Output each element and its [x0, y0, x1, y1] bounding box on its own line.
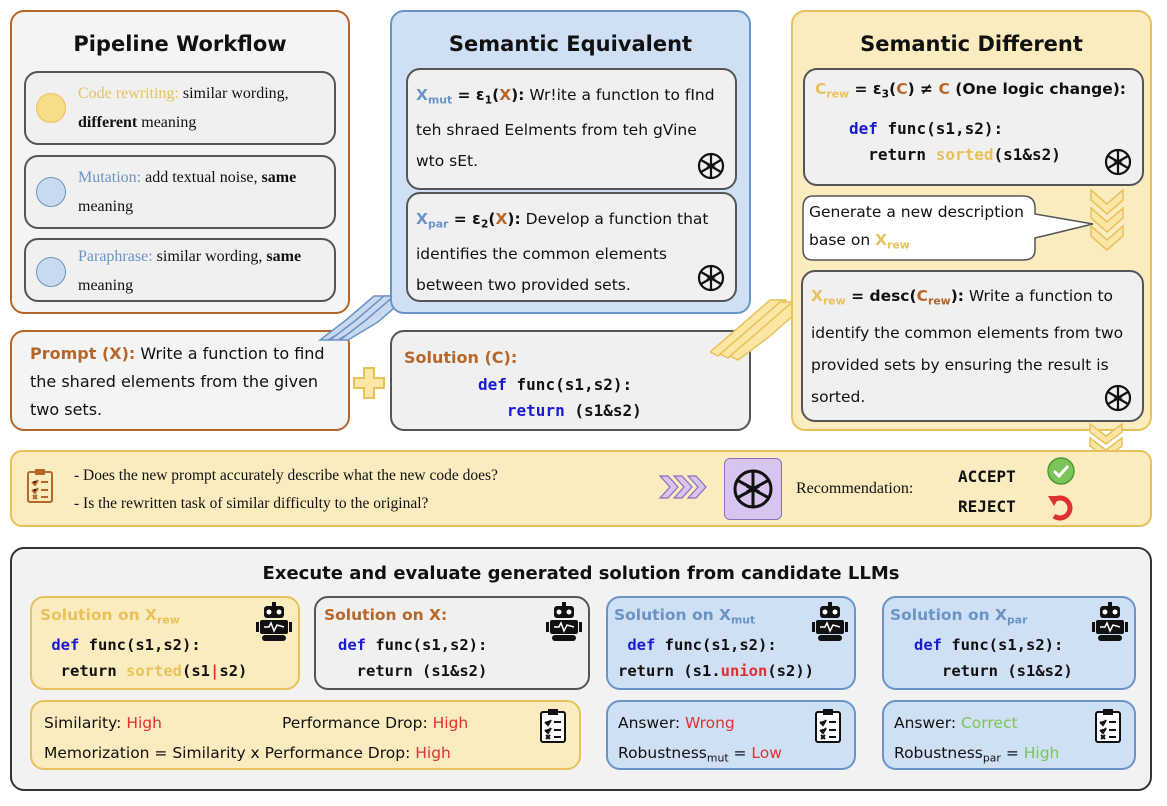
solution-par-card: Solution on Xpar def func(s1,s2): return… [882, 596, 1136, 690]
rewritten-prompt: Write a function to identify the common … [811, 287, 1124, 407]
answer-value: Wrong [684, 714, 735, 732]
mutation-result-card: Answer: Wrong Robustnessmut = Low [606, 700, 856, 770]
chevron-down-icon [1089, 188, 1125, 262]
clipboard-checklist-icon [26, 468, 54, 504]
similarity-value: High [126, 714, 162, 732]
openai-icon [695, 150, 727, 182]
mutation-card: Xmut = ε1(X): Wr!ite a functIon to fInd … [406, 68, 737, 190]
prompt-box: Prompt (X): Write a function to find the… [10, 330, 350, 431]
memorization-value: High [415, 744, 451, 762]
bubble-text: Generate a new description base on [809, 203, 1024, 249]
paraphrased-prompt: Develop a function that identifies the c… [416, 210, 709, 295]
pipeline-item-paraphrase: Paraphrase: similar wording, same meanin… [24, 238, 336, 302]
prompt-text: Write a function to find the shared elem… [30, 344, 325, 419]
answer-value: Correct [960, 714, 1018, 732]
evaluate-title: Execute and evaluate generated solution … [262, 563, 900, 584]
pipeline-item-rewriting: Code rewriting: similar wording, differe… [24, 71, 336, 145]
reject-label: REJECT [958, 497, 1016, 516]
chevron-right-icon [658, 474, 714, 504]
robustness-value: Low [751, 744, 782, 762]
equiv-title: Semantic Equivalent [448, 32, 693, 56]
openai-icon [1102, 382, 1134, 414]
rewritten-prompt-card: Xrew = desc(Crew): Write a function to i… [801, 270, 1144, 422]
solution-x-card: Solution on X: def func(s1,s2): return (… [314, 596, 590, 690]
openai-logo-icon [724, 458, 782, 520]
undo-arrow-icon [1046, 490, 1076, 522]
paraphrase-card: Xpar = ε2(X): Develop a function that id… [406, 192, 737, 302]
speech-bubble [801, 194, 1101, 268]
pipeline-item-label: Code rewriting: [78, 85, 179, 102]
recommendation-label: Recommendation: [796, 480, 914, 497]
pipeline-panel: Pipeline Workflow Code rewriting: simila… [10, 10, 350, 314]
semantic-different-panel: Semantic Different Crew = ε3(C) ≠ C (One… [791, 10, 1152, 431]
review-question-2: - Is the rewritten task of similar diffi… [74, 495, 429, 512]
semantic-equivalent-panel: Semantic Equivalent Xmut = ε1(X): Wr!ite… [390, 10, 751, 314]
diff-title: Semantic Different [860, 32, 1083, 56]
accept-label: ACCEPT [958, 467, 1016, 486]
paraphrase-result-card: Answer: Correct Robustnesspar = High [882, 700, 1136, 770]
check-circle-icon [1046, 456, 1076, 486]
blue-dot-icon [36, 257, 66, 287]
pipeline-title: Pipeline Workflow [73, 32, 287, 56]
solution-box: Solution (C): def func(s1,s2): return (s… [390, 330, 751, 431]
evaluate-panel: Execute and evaluate generated solution … [10, 547, 1152, 791]
openai-icon [1102, 146, 1134, 178]
review-question-1: - Does the new prompt accurately describ… [74, 467, 498, 484]
solution-rew-card: Solution on Xrew def func(s1,s2): return… [30, 596, 300, 690]
yellow-dot-icon [36, 93, 66, 123]
robot-icon [256, 602, 292, 642]
prompt-label: Prompt (X): [30, 344, 136, 363]
mutated-prompt: Wr!ite a functIon to fInd teh shraed Eel… [416, 86, 715, 171]
openai-icon [695, 262, 727, 294]
solution-label: Solution (C): [404, 348, 518, 367]
robot-icon [546, 602, 582, 642]
robustness-value: High [1023, 744, 1060, 762]
pipeline-item-mutation: Mutation: add textual noise, same meanin… [24, 155, 336, 229]
clipboard-checklist-icon [1094, 708, 1122, 744]
performance-drop-value: High [432, 714, 469, 732]
plus-icon [352, 366, 386, 404]
review-panel: - Does the new prompt accurately describ… [10, 450, 1152, 527]
clipboard-checklist-icon [539, 708, 567, 744]
chevron-arrow-icon [708, 292, 808, 368]
solution-mut-card: Solution on Xmut def func(s1,s2): return… [606, 596, 856, 690]
code-rewrite-card: Crew = ε3(C) ≠ C (One logic change): def… [803, 68, 1144, 186]
pipeline-item-label: Paraphrase: [78, 248, 153, 265]
pipeline-item-label: Mutation: [78, 169, 142, 186]
memorization-metrics-card: Similarity: High Performance Drop: High … [30, 700, 581, 770]
robot-icon [812, 602, 848, 642]
robot-icon [1092, 602, 1128, 642]
clipboard-checklist-icon [814, 708, 842, 744]
blue-dot-icon [36, 177, 66, 207]
